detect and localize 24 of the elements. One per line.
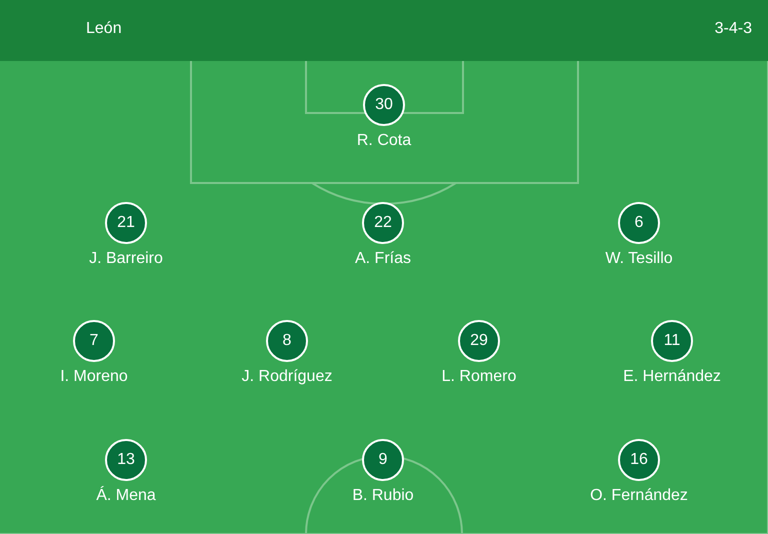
player-name: W. Tesillo <box>605 249 673 269</box>
player-name: J. Barreiro <box>89 249 163 269</box>
team-name: León <box>86 19 122 39</box>
player-name: A. Frías <box>354 249 411 269</box>
shirt-number: 9 <box>362 439 404 481</box>
shirt-number: 22 <box>362 202 404 244</box>
player-name: R. Cota <box>356 131 412 151</box>
shirt-number: 30 <box>363 84 405 126</box>
shirt-number: 6 <box>618 202 660 244</box>
player-name: J. Rodríguez <box>242 367 332 387</box>
player-name: B. Rubio <box>352 486 414 506</box>
shirt-number: 21 <box>105 202 147 244</box>
player-name: I. Moreno <box>60 367 128 387</box>
shirt-number: 11 <box>651 320 693 362</box>
player-name: Á. Mena <box>96 486 156 506</box>
shirt-number: 16 <box>618 439 660 481</box>
player-name: E. Hernández <box>623 367 721 387</box>
shirt-number: 29 <box>458 320 500 362</box>
shirt-number: 13 <box>105 439 147 481</box>
player-name: O. Fernández <box>590 486 688 506</box>
shirt-number: 8 <box>266 320 308 362</box>
shirt-number: 7 <box>73 320 115 362</box>
player-name: L. Romero <box>442 367 516 387</box>
formation-label: 3-4-3 <box>714 19 752 39</box>
